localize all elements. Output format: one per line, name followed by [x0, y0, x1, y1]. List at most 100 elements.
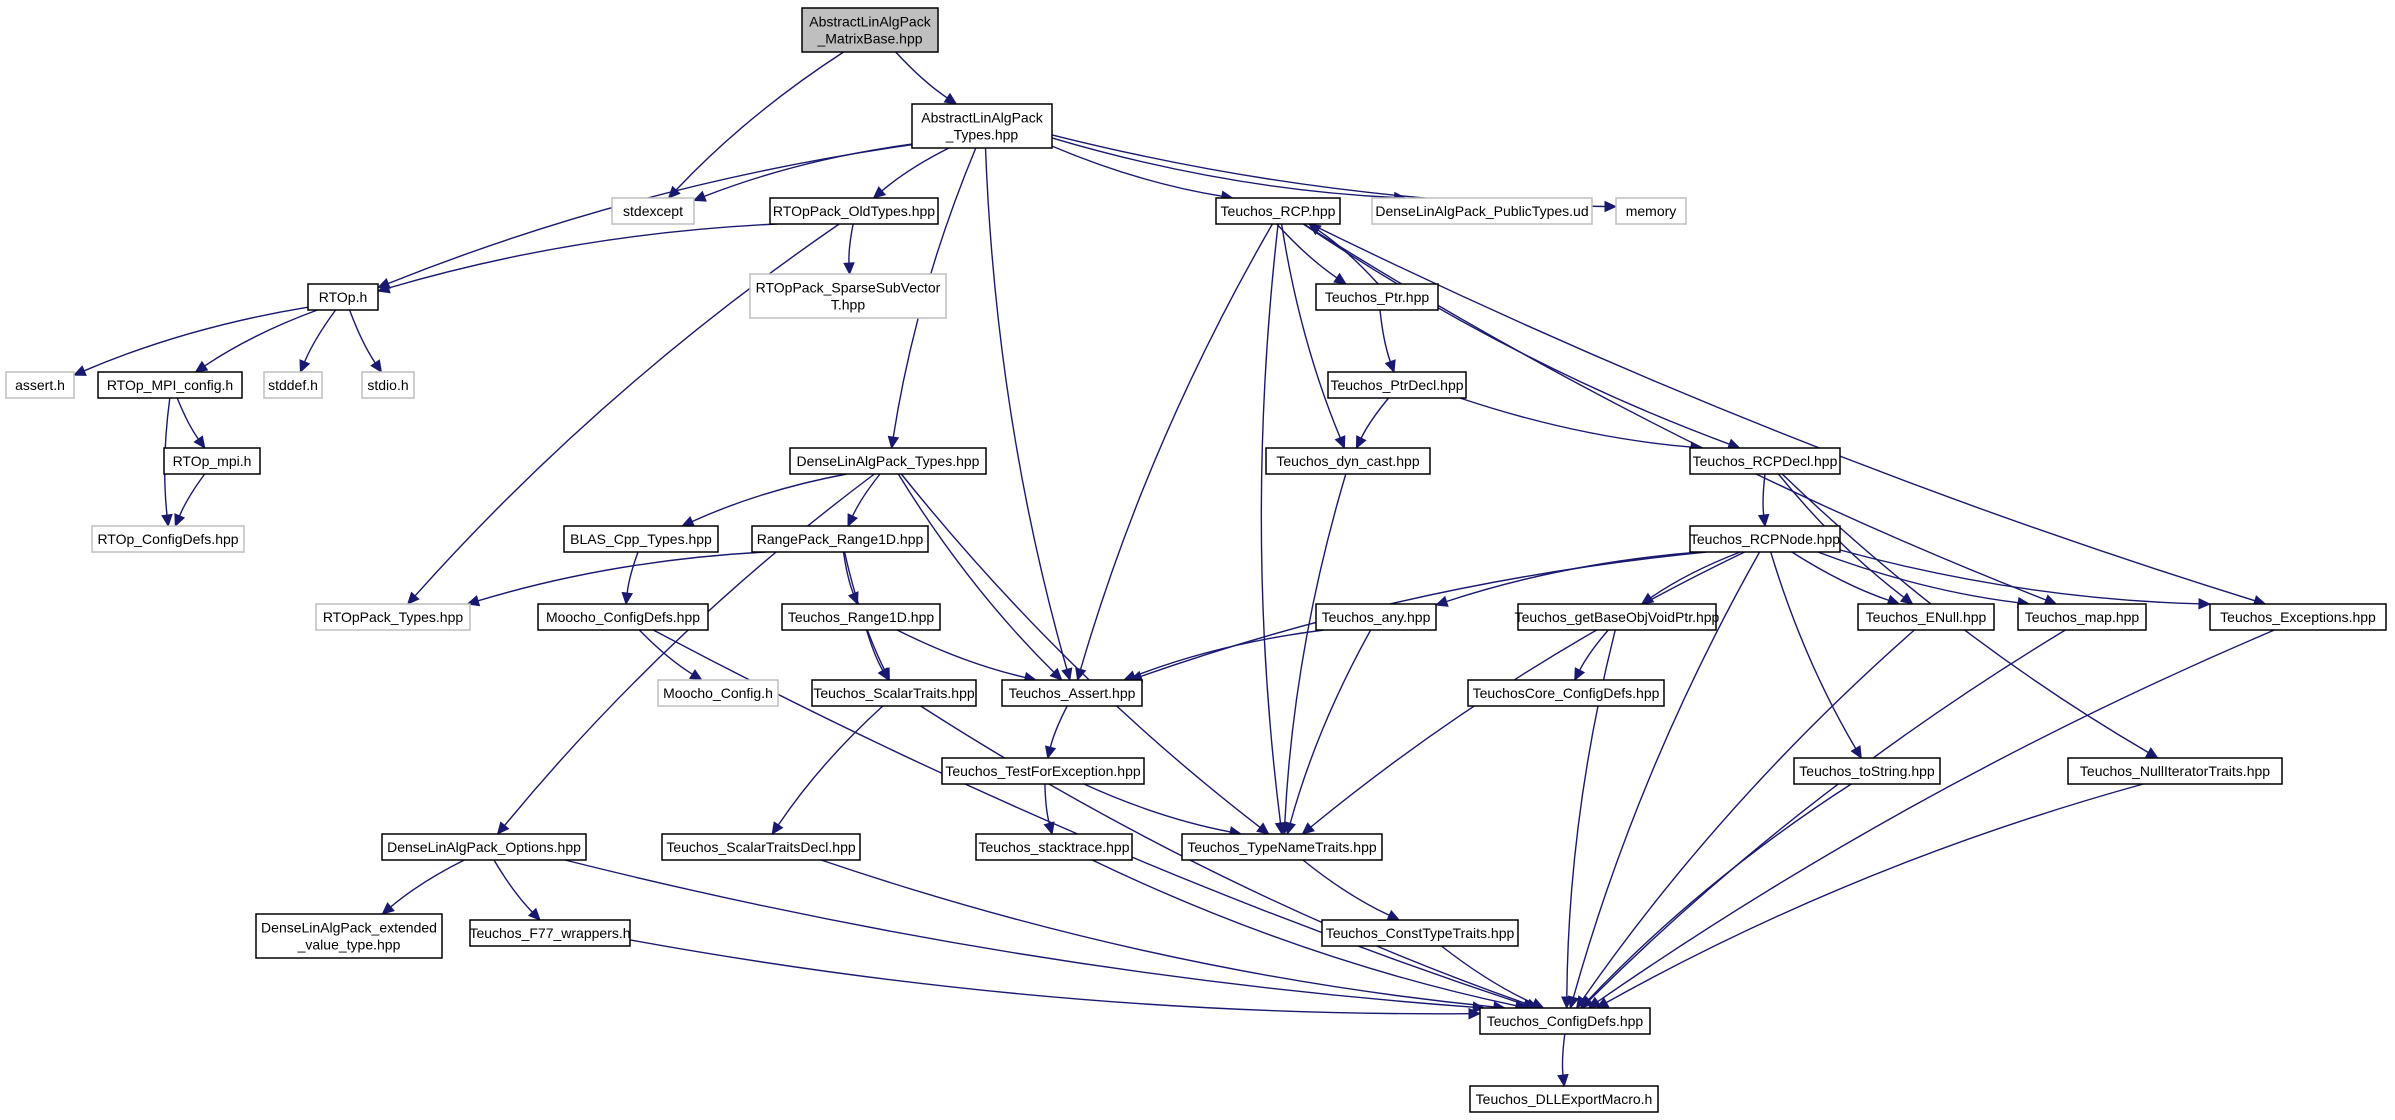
edge-line: [626, 551, 639, 594]
node-types[interactable]: AbstractLinAlgPack_Types.hpp: [911, 103, 1053, 149]
node-enull[interactable]: Teuchos_ENull.hpp: [1857, 603, 1995, 631]
node-box: [1371, 197, 1593, 225]
node-extended[interactable]: DenseLinAlgPack_extended_value_type.hpp: [255, 913, 443, 959]
edge-line: [675, 51, 844, 191]
edge-arrowhead: [1574, 667, 1586, 682]
node-mooconfigdefs[interactable]: Moocho_ConfigDefs.hpp: [537, 603, 709, 631]
node-label: Teuchos_Range1D.hpp: [788, 609, 935, 625]
edge-options-to-extended: [381, 859, 465, 915]
nodes-layer: AbstractLinAlgPack_MatrixBase.hppAbstrac…: [5, 7, 2387, 1113]
node-stdio: stdio.h: [361, 371, 415, 399]
node-dyncast[interactable]: Teuchos_dyn_cast.hpp: [1265, 447, 1431, 475]
node-coreconfig[interactable]: TeuchosCore_ConfigDefs.hpp: [1467, 679, 1665, 707]
edge-line: [895, 51, 948, 99]
node-box: [2067, 757, 2283, 785]
node-box: [1467, 679, 1665, 707]
edge-ptr-to-rcp: [1308, 223, 1379, 285]
edge-arrowhead: [1043, 821, 1055, 836]
node-box: [1469, 1085, 1659, 1113]
edge-ptrdecl-to-dyncast: [1355, 397, 1390, 450]
edge-rcp-to-rcpdecl: [1302, 223, 1741, 450]
node-options[interactable]: DenseLinAlgPack_Options.hpp: [381, 833, 587, 861]
node-getbase[interactable]: Teuchos_getBaseObjVoidPtr.hpp: [1515, 603, 1720, 631]
node-box: [975, 833, 1133, 861]
node-oldtypes[interactable]: RTOpPack_OldTypes.hpp: [769, 197, 939, 225]
node-rcpdecl[interactable]: Teuchos_RCPDecl.hpp: [1689, 447, 1841, 475]
edge-arrowhead: [1386, 909, 1401, 921]
edge-arrowhead: [466, 595, 481, 607]
node-box: [1215, 197, 1341, 225]
node-tconfig[interactable]: Teuchos_ConfigDefs.hpp: [1479, 1007, 1651, 1035]
node-label: Teuchos_NullIteratorTraits.hpp: [2080, 763, 2270, 779]
node-label: Teuchos_Ptr.hpp: [1325, 289, 1430, 305]
edge-any-to-tassert: [1122, 629, 1325, 682]
node-rcpnode[interactable]: Teuchos_RCPNode.hpp: [1689, 525, 1841, 553]
node-box: [1689, 447, 1841, 475]
node-root[interactable]: AbstractLinAlgPack_MatrixBase.hpp: [801, 7, 939, 53]
edge-tconfig-to-dllexport: [1557, 1033, 1569, 1088]
edge-rcpnode-to-map: [1817, 551, 2031, 609]
node-dlatypes[interactable]: DenseLinAlgPack_Types.hpp: [789, 447, 987, 475]
node-label: _value_type.hpp: [297, 937, 401, 953]
node-testfor[interactable]: Teuchos_TestForException.hpp: [941, 757, 1145, 785]
edge-rtoph-to-mpiconfig: [194, 309, 318, 373]
node-typename[interactable]: Teuchos_TypeNameTraits.hpp: [1181, 833, 1383, 861]
edge-arrowhead: [1604, 200, 1618, 213]
node-label: DenseLinAlgPack_PublicTypes.ud: [1375, 203, 1588, 219]
node-tostring[interactable]: Teuchos_toString.hpp: [1793, 757, 1941, 785]
edge-scalartraits-to-scalartraitsdecl: [771, 705, 884, 835]
node-dllexport[interactable]: Teuchos_DLLExportMacro.h: [1469, 1085, 1659, 1113]
edge-options-to-f77: [493, 859, 541, 921]
node-label: Teuchos_RCPNode.hpp: [1690, 531, 1840, 547]
node-trange1d[interactable]: Teuchos_Range1D.hpp: [781, 603, 941, 631]
edge-arrowhead: [681, 515, 695, 527]
edge-mpiconfig-to-rtopmpi: [176, 397, 206, 449]
edge-line: [1446, 551, 1701, 603]
node-blas[interactable]: BLAS_Cpp_Types.hpp: [563, 525, 719, 553]
node-rtopmpi[interactable]: RTOp_mpi.h: [163, 447, 261, 475]
edge-rcp-to-typename: [1260, 223, 1287, 836]
node-scalartraits[interactable]: Teuchos_ScalarTraits.hpp: [811, 679, 977, 707]
node-memory: memory: [1615, 197, 1687, 225]
node-mpiconfig[interactable]: RTOp_MPI_config.h: [97, 371, 243, 399]
node-tassert[interactable]: Teuchos_Assert.hpp: [1001, 679, 1143, 707]
node-rtoph[interactable]: RTOp.h: [307, 283, 379, 311]
node-label: TeuchosCore_ConfigDefs.hpp: [1473, 685, 1660, 701]
node-consttype[interactable]: Teuchos_ConstTypeTraits.hpp: [1321, 919, 1519, 947]
edge-root-to-types: [895, 51, 958, 105]
node-nulliter[interactable]: Teuchos_NullIteratorTraits.hpp: [2067, 757, 2283, 785]
edge-line: [477, 551, 766, 602]
node-label: Teuchos_PtrDecl.hpp: [1330, 377, 1463, 393]
node-label: Teuchos_getBaseObjVoidPtr.hpp: [1515, 609, 1720, 625]
edge-arrowhead: [1579, 995, 1593, 1009]
edge-line: [851, 473, 881, 517]
edge-arrowhead: [1384, 359, 1396, 374]
node-scalartraitsdecl[interactable]: Teuchos_ScalarTraitsDecl.hpp: [661, 833, 861, 861]
edge-arrowhead: [1757, 513, 1770, 528]
edge-arrowhead: [193, 435, 206, 449]
node-box: [1001, 679, 1143, 707]
edge-getbase-to-coreconfig: [1574, 629, 1609, 682]
node-stacktrace[interactable]: Teuchos_stacktrace.hpp: [975, 833, 1133, 861]
edge-testfor-to-stacktrace: [1043, 783, 1055, 836]
node-range1d[interactable]: RangePack_Range1D.hpp: [751, 525, 929, 553]
node-label: RTOpPack_SparseSubVector: [756, 280, 941, 296]
node-stdexcept: stdexcept: [611, 197, 695, 225]
node-f77[interactable]: Teuchos_F77_wrappers.h: [469, 919, 631, 947]
edge-line: [1440, 945, 1534, 1005]
edge-rcp-to-dyncast: [1280, 223, 1346, 450]
edge-arrowhead: [1334, 435, 1346, 450]
node-label: Teuchos_Assert.hpp: [1009, 685, 1136, 701]
edge-arrowhead: [1049, 667, 1063, 681]
node-ptr[interactable]: Teuchos_Ptr.hpp: [1315, 283, 1439, 311]
node-label: BLAS_Cpp_Types.hpp: [570, 531, 712, 547]
edge-line: [703, 143, 913, 198]
node-any[interactable]: Teuchos_any.hpp: [1315, 603, 1437, 631]
node-exceptions[interactable]: Teuchos_Exceptions.hpp: [2209, 603, 2387, 631]
edge-arrowhead: [1333, 272, 1347, 285]
edge-line: [1051, 137, 1395, 199]
node-label: AbstractLinAlgPack: [809, 14, 931, 30]
node-ptrdecl[interactable]: Teuchos_PtrDecl.hpp: [1327, 371, 1467, 399]
node-map[interactable]: Teuchos_map.hpp: [2017, 603, 2147, 631]
node-rcp[interactable]: Teuchos_RCP.hpp: [1215, 197, 1341, 225]
